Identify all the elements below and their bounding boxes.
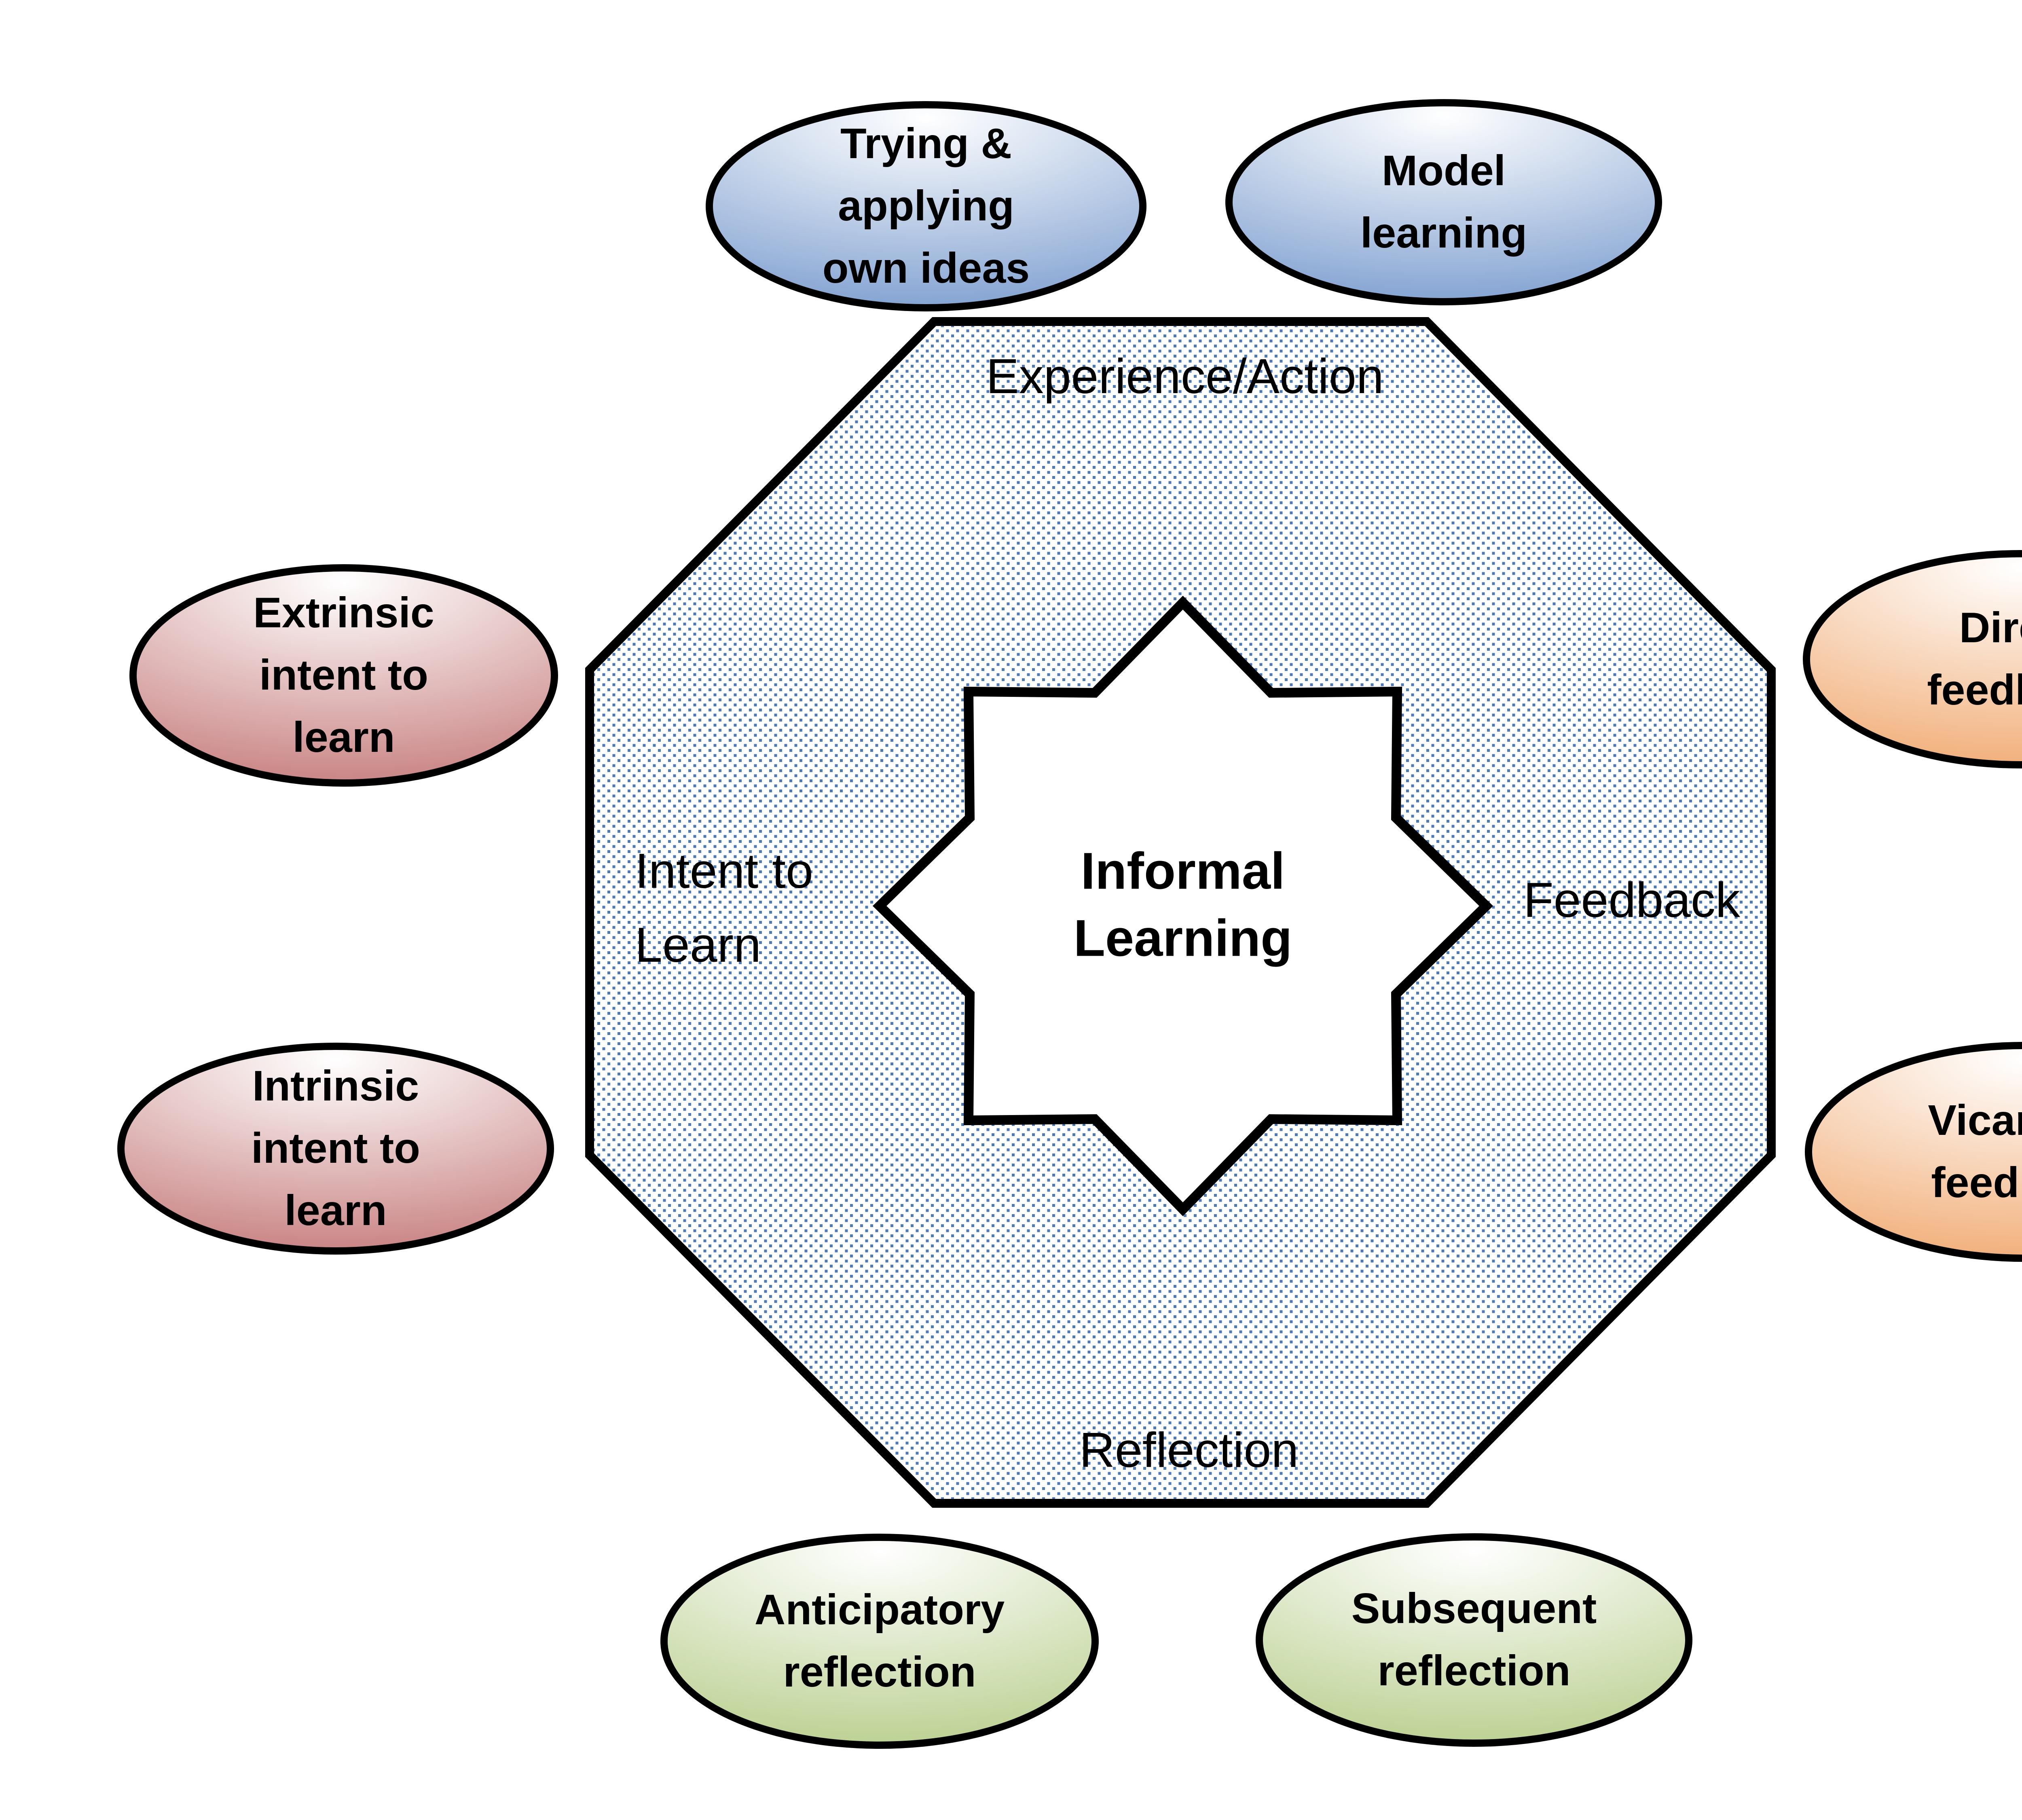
ellipse-model-learning: Model learning <box>1225 99 1662 305</box>
octagon-label-feedback: Feedback <box>1523 872 1740 927</box>
octagon-label-reflection: Reflection <box>1079 1422 1299 1477</box>
ellipse-model-learning-label: Model learning <box>1360 147 1527 257</box>
ellipse-extrinsic-intent-to-learn-label: Extrinsic intent to learn <box>253 589 434 761</box>
ellipse-subsequent-reflection-label: Subsequent reflection <box>1351 1585 1597 1695</box>
octagon-label-experience-action: Experience/Action <box>986 348 1384 404</box>
ellipse-extrinsic-intent-to-learn: Extrinsic intent to learn <box>129 564 558 787</box>
ellipse-anticipatory-reflection: Anticipatory reflection <box>660 1534 1099 1749</box>
ellipse-anticipatory-reflection-label: Anticipatory reflection <box>754 1586 1005 1696</box>
ellipse-direct-feedback-label: Direct feedback <box>1927 604 2022 714</box>
ellipse-intrinsic-intent-to-learn-label: Intrinsic intent to learn <box>251 1062 420 1234</box>
ellipse-trying-applying-own-ideas: Trying & applying own ideas <box>706 101 1146 311</box>
octagon-label-intent-to-learn: Intent to Learn <box>635 843 813 972</box>
star-shape <box>872 595 1493 1217</box>
ellipse-trying-applying-own-ideas-label: Trying & applying own ideas <box>822 120 1030 292</box>
ellipse-subsequent-reflection: Subsequent reflection <box>1256 1533 1692 1747</box>
ellipse-vicarious-feedback-label: Vicarious feedback <box>1928 1096 2022 1206</box>
ellipse-intrinsic-intent-to-learn: Intrinsic intent to learn <box>117 1043 554 1255</box>
center-star-label: Informal Learning <box>1073 842 1292 967</box>
